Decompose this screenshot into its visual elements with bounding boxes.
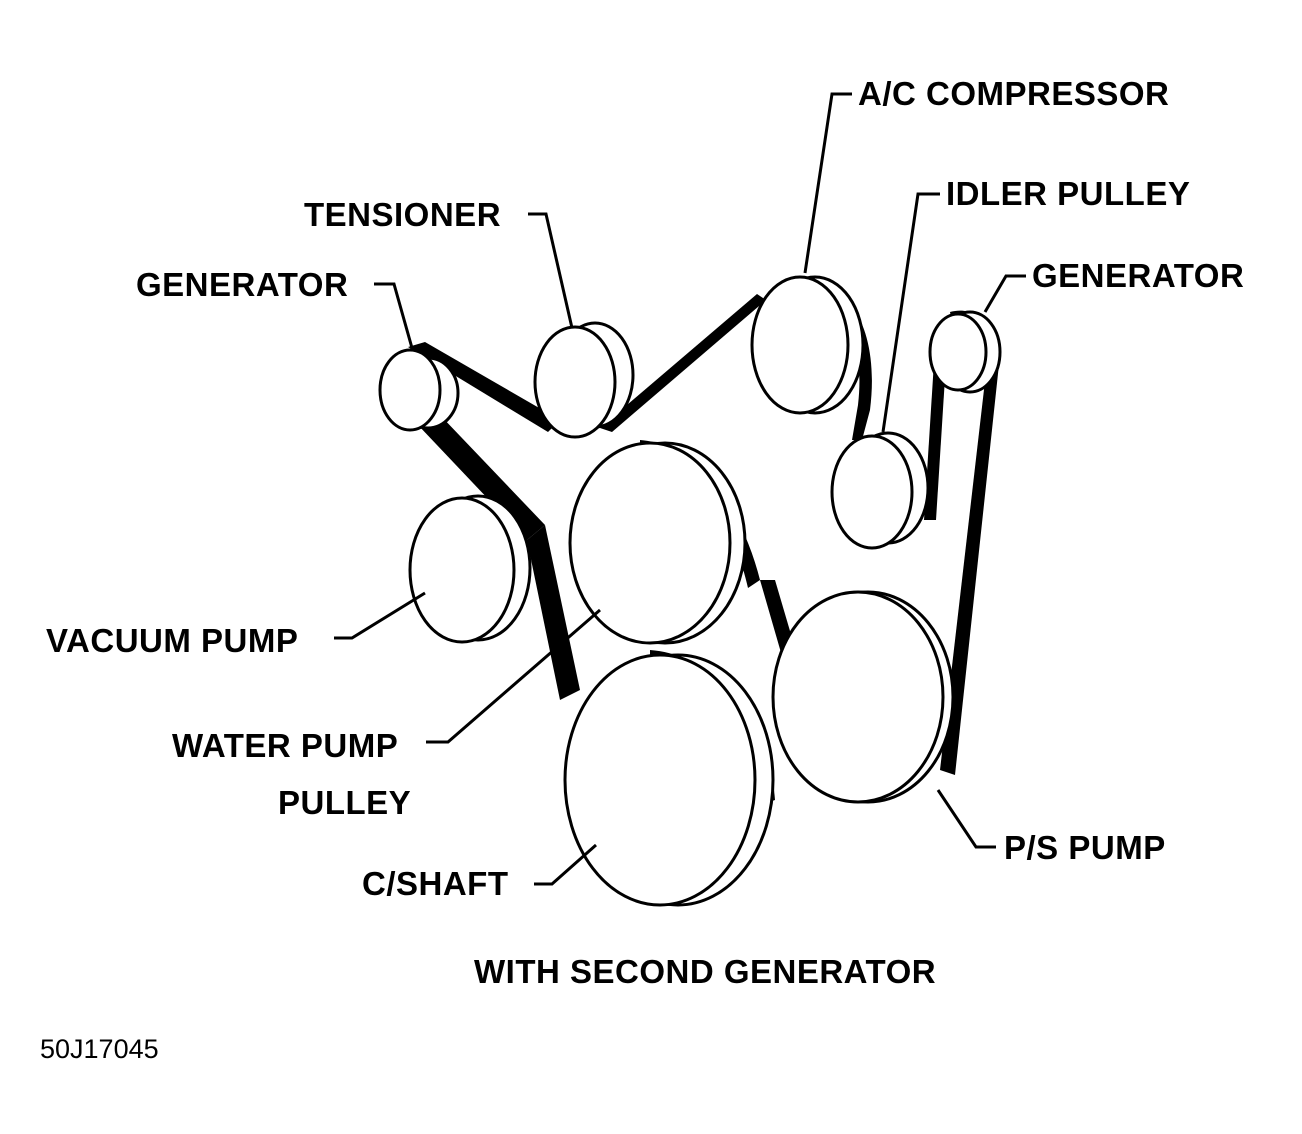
idler-pulley [830, 431, 930, 550]
label-ac-compressor: A/C COMPRESSOR [858, 75, 1170, 112]
ac-compressor-pulley [750, 275, 865, 415]
generator-right-pulley [928, 310, 1002, 394]
label-generator-left: GENERATOR [136, 266, 349, 303]
ps-pump-pulley [771, 590, 955, 804]
leader-water-pump [426, 608, 601, 744]
label-tensioner: TENSIONER [304, 196, 502, 233]
leader-lines [334, 92, 1026, 886]
leader-vacuum-pump [334, 591, 426, 640]
tensioner-pulley [533, 321, 635, 439]
label-ps-pump: P/S PUMP [1004, 829, 1166, 866]
label-vacuum-pump: VACUUM PUMP [46, 622, 299, 659]
label-water-pump-line1: WATER PUMP [172, 727, 399, 764]
leader-ps-pump [936, 789, 996, 849]
diagram-caption: WITH SECOND GENERATOR [474, 953, 937, 990]
vacuum-pump-pulley [408, 494, 532, 644]
generator-left-pulley [378, 348, 460, 432]
label-crankshaft: C/SHAFT [362, 865, 509, 902]
water-pump-pulley [568, 441, 747, 645]
label-water-pump-line2: PULLEY [278, 784, 412, 821]
leader-tensioner [528, 212, 574, 329]
crankshaft-pulley [563, 653, 775, 907]
leader-idler-pulley [881, 192, 940, 433]
label-idler-pulley: IDLER PULLEY [946, 175, 1191, 212]
label-generator-right: GENERATOR [1032, 257, 1245, 294]
leader-generator-right [983, 274, 1026, 313]
figure-code: 50J17045 [40, 1034, 159, 1064]
leader-generator-left [374, 282, 414, 349]
leader-ac-compressor [803, 92, 852, 274]
leader-crankshaft [534, 843, 597, 886]
